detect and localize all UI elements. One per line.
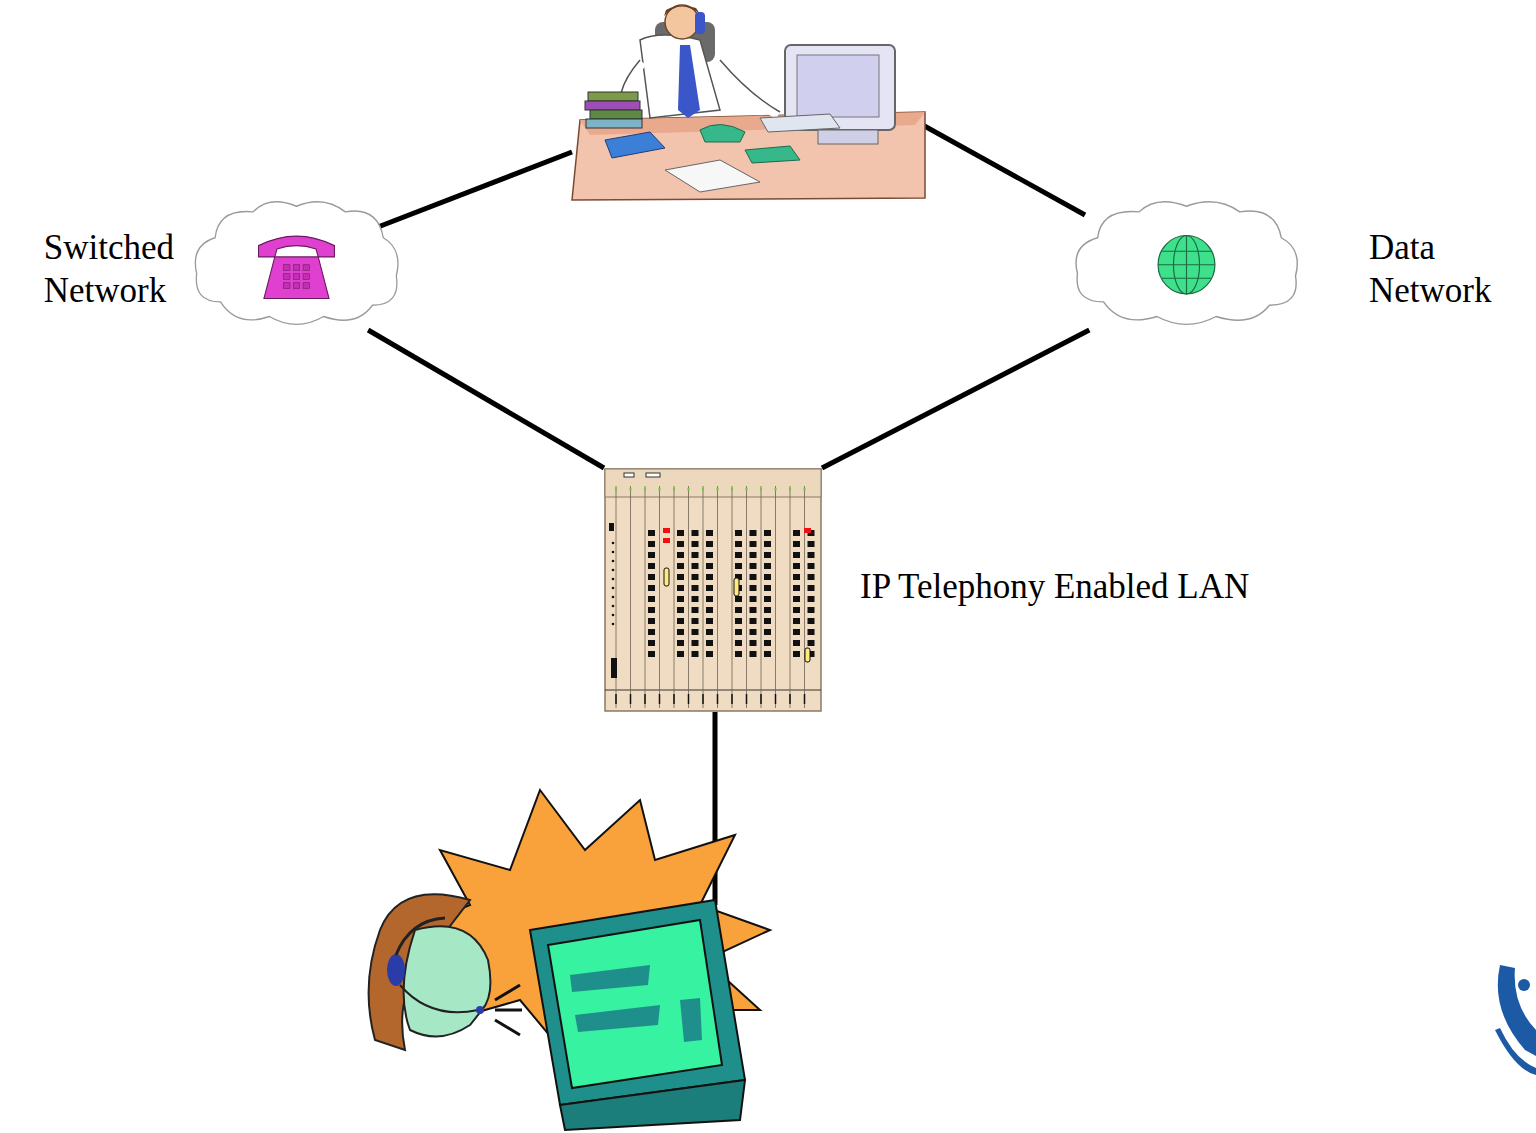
- agent-at-computer: [369, 790, 770, 1130]
- network-cloud: Switched Network: [188, 195, 405, 330]
- telephone-icon: [259, 236, 335, 298]
- network-cloud: Data Network: [1068, 195, 1305, 330]
- cloud-shape: [1068, 195, 1305, 330]
- node-label: IP Telephony Enabled LAN: [858, 566, 1251, 609]
- rack-chassis: [605, 469, 821, 711]
- lan-switch-rack: IP Telephony Enabled LAN: [604, 468, 822, 712]
- connector: [822, 330, 1089, 468]
- cloud-outline: [1076, 202, 1297, 325]
- globe-icon: [1158, 236, 1215, 295]
- logo-fragment: [1495, 965, 1536, 1075]
- node-label: Switched Network: [42, 227, 176, 312]
- connector: [368, 330, 604, 468]
- cloud-shape: [188, 195, 405, 330]
- wire: [365, 118, 1085, 905]
- rack-shape: [604, 468, 822, 712]
- node-label: Data Network: [1367, 227, 1493, 312]
- cloud-outline: [195, 202, 398, 325]
- office-worker: [572, 5, 925, 200]
